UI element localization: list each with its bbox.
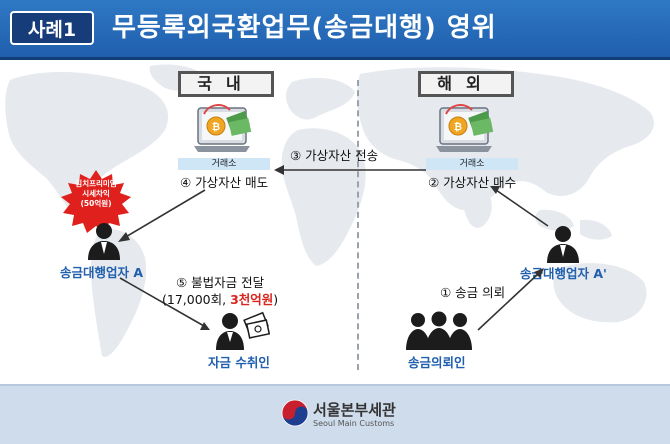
svg-text:₿: ₿ [454,121,462,133]
footer-bar [0,384,670,444]
agent-overseas-icon [547,226,579,263]
step5-detail-open: (17,000회, [162,292,231,307]
premium-line2: 시세차익 [82,189,110,198]
arrow-senders-to-agent-head [534,268,544,278]
arrow-agent-to-buy-head [490,186,500,194]
exchange-overseas-box: 거래소 [426,158,518,170]
case-badge: 사례1 [10,11,94,45]
premium-burst-icon [61,170,131,233]
agent-domestic-label: 송금대행업자 A [60,265,144,280]
region-label-domestic: 국내 [178,71,274,97]
premium-line3: (50억원) [80,199,112,208]
recipient-icon [216,311,270,350]
transfer-arrow-icon [274,165,426,175]
region-divider [357,80,359,370]
arrow-sell-to-agent-head [118,232,130,242]
step5-detail-close: ) [273,292,279,307]
arrow-agent-to-recipient [119,277,205,327]
world-map-icon [5,64,654,357]
senders-icon [406,311,472,350]
header-bar [0,0,670,57]
step5-amount: 3천억원 [230,292,274,307]
arrow-agent-to-recipient-head [200,322,210,330]
step1-label: ① 송금 의뢰 [440,285,506,300]
exchange-overseas-icon: ₿ [436,104,494,152]
arrow-agent-to-buy [495,189,549,227]
footer-org-korean: 서울본부세관 [313,401,396,419]
header-underline [0,57,670,60]
footer-org-english: Seoul Main Customs [313,419,395,428]
step5-label: ⑤ 불법자금 전달 [176,275,265,290]
svg-text:₿: ₿ [212,121,220,133]
exchange-domestic-icon: ₿ [194,104,252,152]
premium-line1: 김치프리미엄 [75,179,117,188]
step5-detail: (17,000회, 3천억원) [162,289,278,308]
page-title: 무등록외국환업무(송금대행) 영위 [112,13,497,43]
step4-label: ④ 가상자산 매도 [180,175,269,190]
exchange-domestic-box: 거래소 [178,158,270,170]
senders-label: 송금의뢰인 [408,355,466,370]
recipient-label: 자금 수취인 [208,355,270,370]
arrow-senders-to-agent [477,273,539,331]
agent-domestic-icon [88,223,120,260]
region-label-overseas: 해외 [418,71,514,97]
arrow-sell-to-agent [123,189,206,239]
premium-badge-text: 김치프리미엄 시세차익 (50억원) [60,179,132,209]
step3-label: ③ 가상자산 전송 [290,148,379,163]
customs-logo-icon [281,399,309,427]
